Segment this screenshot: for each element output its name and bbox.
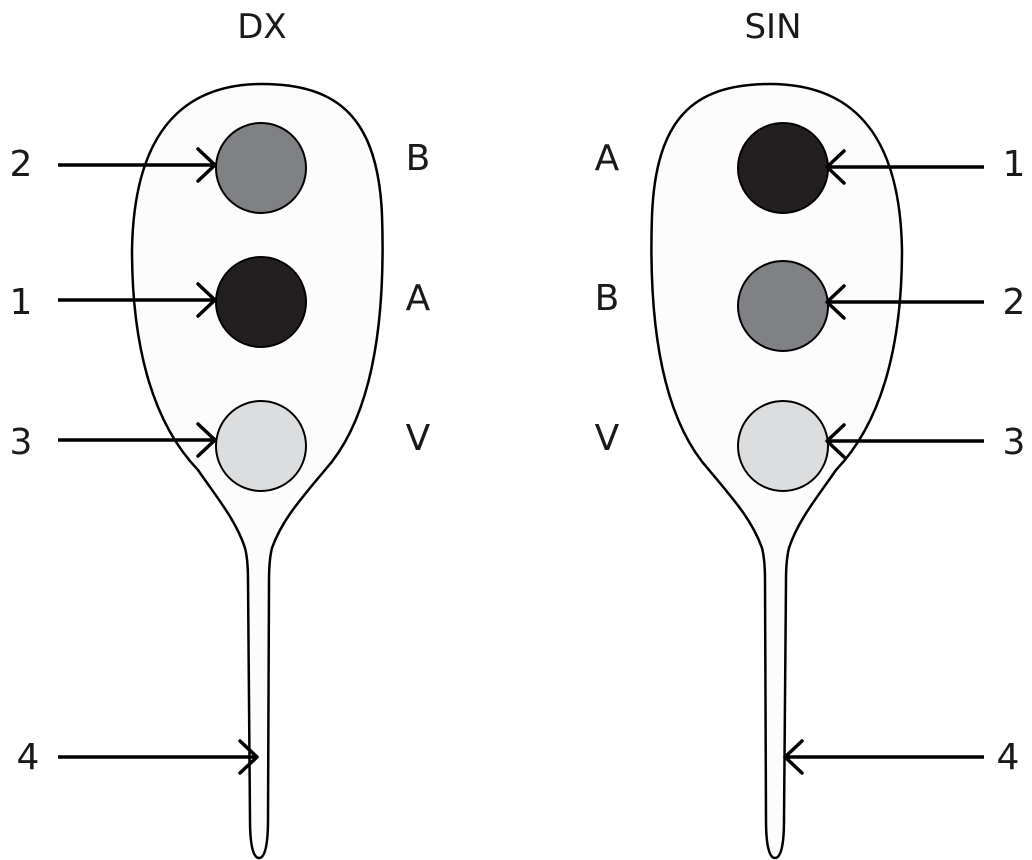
number-label-bottom: 3 <box>10 422 33 463</box>
side-label-middle: B <box>595 278 620 319</box>
panel-title: SIN <box>744 7 801 47</box>
arrow-top <box>825 149 984 185</box>
number-label-top: 1 <box>1003 144 1026 185</box>
panel-dx: DX B A V 2 1 3 4 <box>10 7 431 860</box>
side-label-top: B <box>406 138 431 179</box>
side-label-bottom: V <box>595 418 620 459</box>
side-label-top: A <box>595 138 620 179</box>
marker-dot-bottom <box>215 400 307 492</box>
number-label-stem: 4 <box>17 737 40 778</box>
number-label-top: 2 <box>10 144 33 185</box>
marker-dot-top <box>215 122 307 214</box>
arrow-stem <box>58 739 259 775</box>
number-label-middle: 2 <box>1003 282 1026 323</box>
number-label-bottom: 3 <box>1003 422 1026 463</box>
marker-dot-top <box>737 122 829 214</box>
panel-title: DX <box>237 7 286 47</box>
arrow-bottom <box>825 423 984 459</box>
marker-dot-middle <box>215 256 307 348</box>
marker-dot-middle <box>737 260 829 352</box>
arrow-middle <box>825 284 984 320</box>
arrow-middle <box>58 282 217 318</box>
arrow-stem <box>783 739 984 775</box>
side-label-bottom: V <box>406 418 431 459</box>
arrow-bottom <box>58 422 217 458</box>
side-label-middle: A <box>406 278 431 319</box>
marker-dot-bottom <box>737 400 829 492</box>
number-label-middle: 1 <box>10 282 33 323</box>
arrow-top <box>58 147 217 183</box>
number-label-stem: 4 <box>997 737 1020 778</box>
panel-sin: SIN A B V 1 2 3 4 <box>595 7 1026 860</box>
